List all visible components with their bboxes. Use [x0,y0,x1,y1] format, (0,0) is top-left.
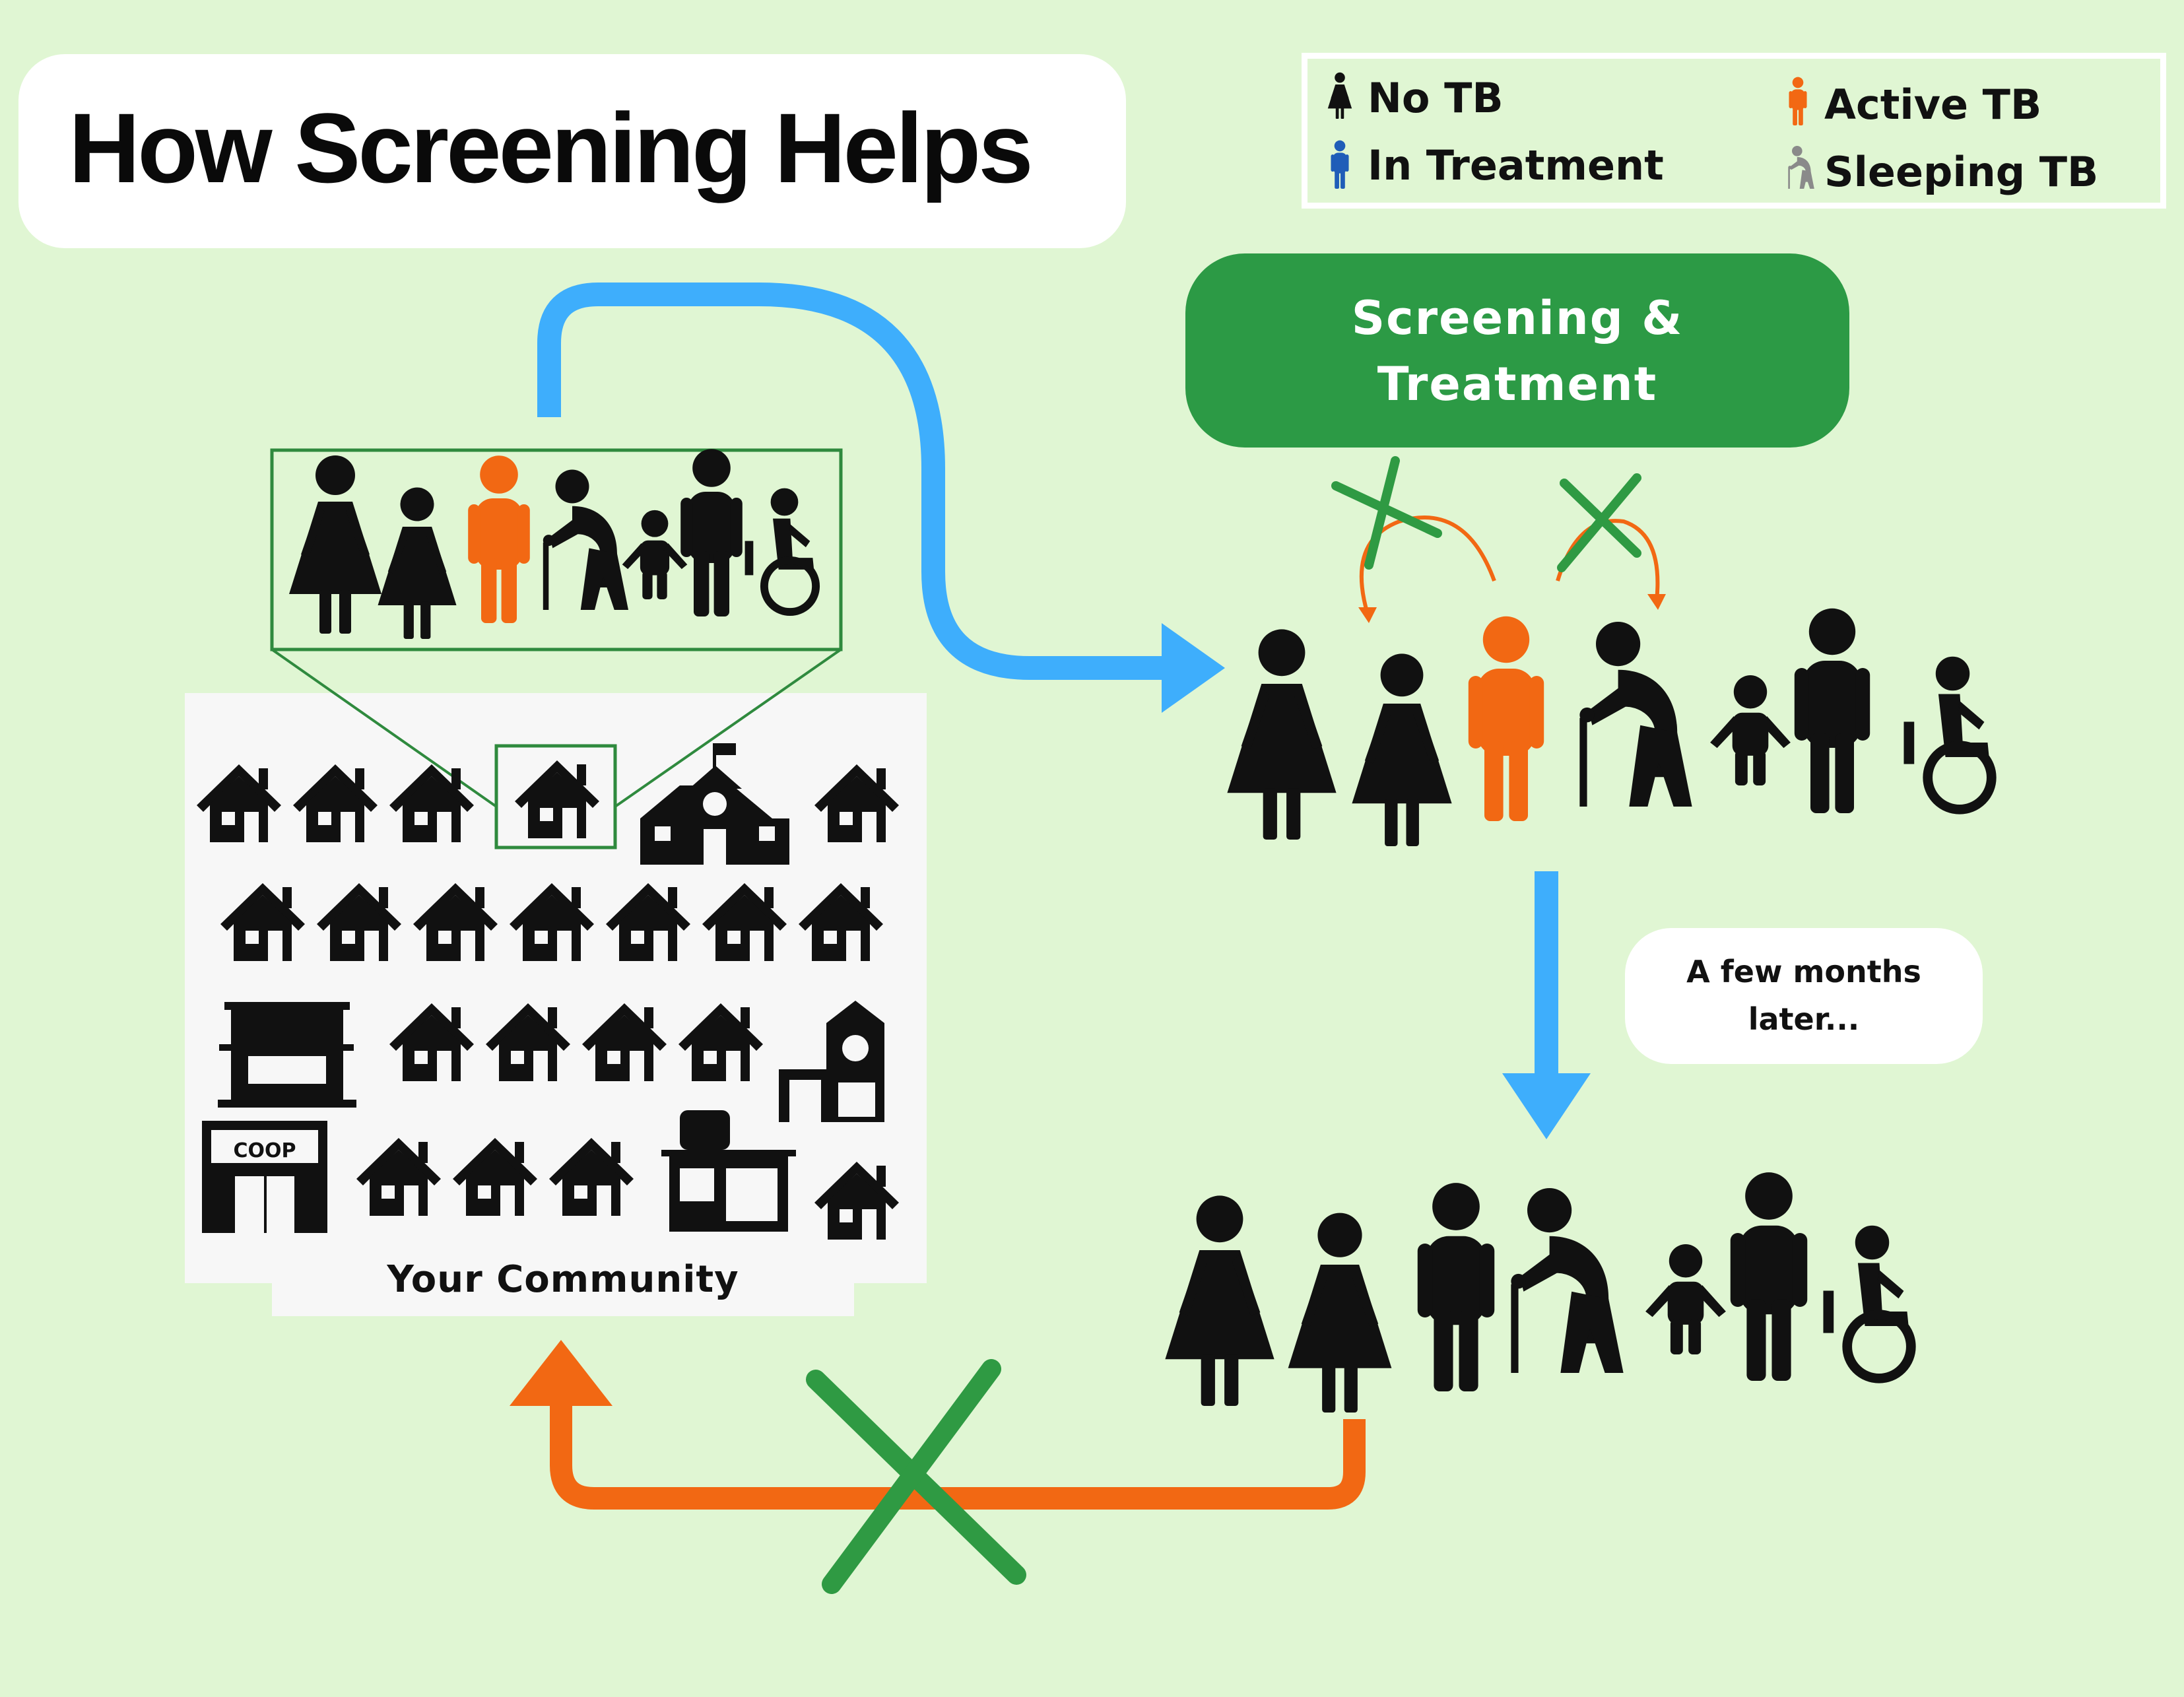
coop-sign: COOP [233,1139,296,1162]
months-later-label: A few months later... [1625,948,1983,1043]
title-card [18,54,1126,248]
legend-label-no-tb: No TB [1368,74,1504,122]
people-months-later [1165,1172,1911,1413]
highlighted-house-frame [494,744,617,849]
store-building [218,1002,356,1108]
legend [1302,53,2166,209]
months-line-1: A few months [1686,954,1921,989]
orange-arrow-back-to-community [510,1340,1366,1510]
legend-label-active-tb: Active TB [1824,81,2042,129]
household-members [289,449,816,639]
page-title: How Screening Helps [69,92,1034,203]
screening-treatment-box [1185,253,1849,448]
screening-line-1: Screening & [1351,291,1684,345]
screening-line-2: Treatment [1377,357,1658,411]
blocked-transmission-arcs [1331,456,1666,623]
coop-store [202,1121,327,1233]
big-green-x [806,1359,1026,1594]
screening-treatment-label: Screening & Treatment [1185,285,1849,417]
school-building [640,743,789,865]
blue-arrow-down [1502,871,1591,1139]
community-label: Your Community [387,1258,739,1301]
legend-label-sleeping-tb: Sleeping TB [1824,148,2099,196]
people-at-screening [1227,608,1991,846]
legend-label-in-treatment: In Treatment [1368,141,1664,189]
household-zoom-box [270,448,843,808]
months-later-bubble [1625,928,1983,1064]
months-line-2: later... [1748,1001,1860,1037]
blue-arrow-to-screening [537,283,1225,713]
gym-building [661,1110,796,1232]
church-building [779,1001,884,1122]
